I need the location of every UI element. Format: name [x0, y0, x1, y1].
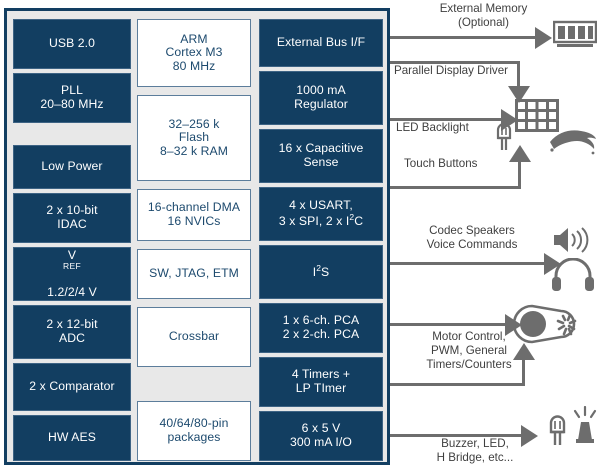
arrow-touch-buttons	[508, 145, 531, 162]
block-adc[interactable]: 2 x 12-bit ADC	[13, 305, 131, 359]
annotation-codec: Codec Speakers Voice Commands	[426, 224, 518, 252]
arrow-parallel-display	[507, 86, 530, 103]
block-usb[interactable]: USB 2.0	[13, 19, 131, 69]
block-hw-aes[interactable]: HW AES	[13, 415, 131, 461]
arrow-buzzer	[521, 424, 538, 447]
annotation-external-memory: External Memory (Optional)	[439, 2, 528, 30]
speaker-icon	[551, 225, 593, 255]
block-low-power[interactable]: Low Power	[13, 145, 131, 189]
block-debug[interactable]: SW, JTAG, ETM	[137, 249, 251, 299]
block-io[interactable]: 6 x 5 V 300 mA I/O	[259, 411, 383, 461]
annotation-touch-buttons: Touch Buttons	[404, 157, 478, 170]
block-regulator[interactable]: 1000 mA Regulator	[259, 71, 383, 125]
mcu-panel: USB 2.0 PLL 20–80 MHz Low Power 2 x 10-b…	[4, 8, 390, 465]
memory-module-icon	[553, 20, 597, 50]
hand-touch-icon	[548, 126, 598, 156]
headphones-icon	[551, 258, 595, 292]
block-packages[interactable]: 40/64/80-pin packages	[137, 401, 251, 461]
buzzer-icon	[571, 406, 599, 446]
wire-touch-buttons-v	[518, 160, 521, 188]
led-bottom-icon	[546, 409, 568, 447]
wire-codec	[390, 262, 546, 265]
block-cpu[interactable]: ARM Cortex M3 80 MHz	[137, 19, 251, 87]
lcd-panel-icon	[515, 99, 559, 132]
block-cap-sense[interactable]: 16 x Capacitive Sense	[259, 129, 383, 183]
peripherals-analog-column: USB 2.0 PLL 20–80 MHz Low Power 2 x 10-b…	[13, 11, 131, 462]
core-memory-column: ARM Cortex M3 80 MHz 32–256 k Flash 8–32…	[137, 11, 251, 462]
arrow-external-memory	[535, 26, 552, 49]
annotation-buzzer: Buzzer, LED, H Bridge, etc...	[436, 437, 514, 465]
led-icon	[494, 117, 514, 152]
block-i2s[interactable]: I2S	[259, 245, 383, 299]
block-timers[interactable]: 4 Timers + LP TImer	[259, 357, 383, 407]
block-pca[interactable]: 1 x 6-ch. PCA 2 x 2-ch. PCA	[259, 303, 383, 353]
annotation-parallel-display: Parallel Display Driver	[394, 64, 509, 77]
wire-led-backlight	[390, 118, 503, 121]
wire-buzzer	[390, 434, 523, 437]
block-idac[interactable]: 2 x 10-bit IDAC	[13, 193, 131, 243]
wire-touch-buttons-h	[390, 186, 521, 189]
block-dma[interactable]: 16-channel DMA 16 NVICs	[137, 189, 251, 241]
wire-motor-feedback-v	[522, 358, 525, 385]
wire-motor-out	[390, 323, 507, 326]
wire-parallel-display-v	[517, 61, 520, 88]
motor-belt-icon	[513, 303, 583, 345]
block-crossbar[interactable]: Crossbar	[137, 307, 251, 367]
block-external-bus[interactable]: External Bus I/F	[259, 19, 383, 67]
block-serial-label: 4 x USART,3 x SPI, 2 x I2C	[278, 198, 364, 229]
arrow-motor-feedback	[512, 343, 535, 360]
wire-parallel-display-h	[390, 61, 520, 64]
block-serial[interactable]: 4 x USART,3 x SPI, 2 x I2C	[259, 187, 383, 241]
block-pll[interactable]: PLL 20–80 MHz	[13, 73, 131, 123]
interfaces-column: External Bus I/F 1000 mA Regulator 16 x …	[259, 11, 383, 462]
block-memory[interactable]: 32–256 k Flash 8–32 k RAM	[137, 95, 251, 181]
block-i2s-label: I2S	[312, 263, 330, 280]
annotation-led-backlight: LED Backlight	[396, 121, 469, 134]
block-comparator[interactable]: 2 x Comparator	[13, 363, 131, 411]
wire-motor-feedback-h	[390, 383, 525, 386]
wire-external-memory	[390, 36, 537, 39]
annotation-motor: Motor Control, PWM, General Timers/Count…	[426, 330, 512, 372]
